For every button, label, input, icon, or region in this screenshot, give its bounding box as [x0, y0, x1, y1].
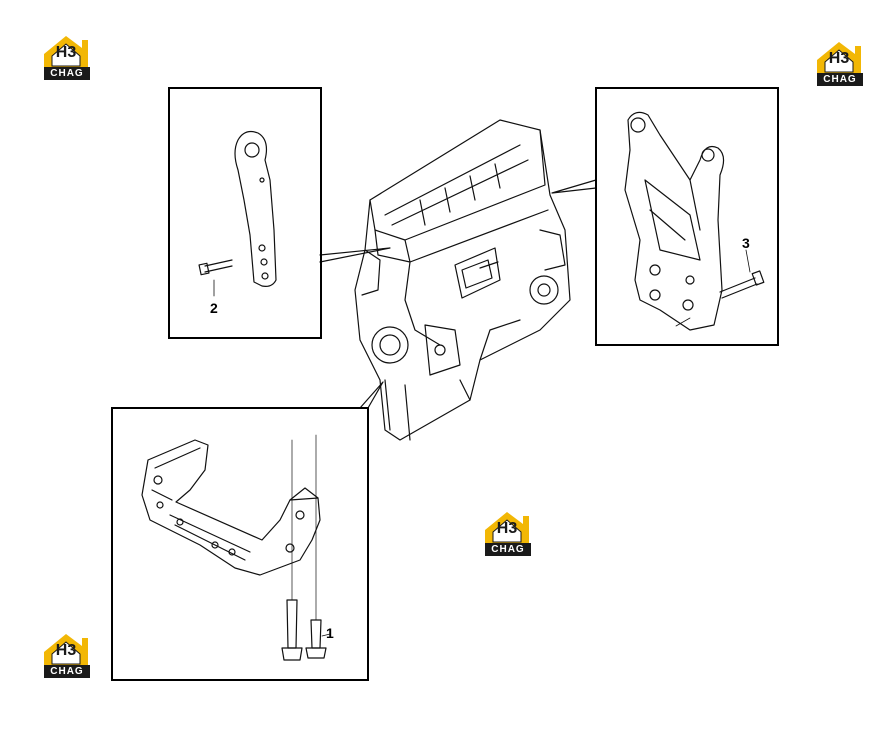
- callout-part-2: 2: [210, 300, 218, 316]
- logo-mark: H3: [496, 520, 518, 537]
- support-bracket-part-3: [624, 111, 765, 331]
- logo-text: CHAG: [485, 543, 531, 556]
- logo-mark: H3: [828, 50, 850, 67]
- inset-frame-bottom: [111, 407, 369, 681]
- watermark-logo-top-left: H3 CHAG: [38, 34, 94, 86]
- engine-mount-crossmember-part-1: [141, 434, 331, 661]
- callout-part-3: 3: [742, 235, 750, 251]
- logo-text: CHAG: [44, 67, 90, 80]
- lifting-bracket-part-2: [198, 130, 277, 297]
- watermark-logo-top-right: H3 CHAG: [811, 40, 867, 92]
- watermark-logo-center: H3 CHAG: [479, 510, 535, 562]
- watermark-logo-bottom-left: H3 CHAG: [38, 632, 94, 684]
- logo-mark: H3: [55, 642, 77, 659]
- inset-frame-top-left: [168, 87, 322, 339]
- logo-text: CHAG: [44, 665, 90, 678]
- logo-text: CHAG: [817, 73, 863, 86]
- callout-part-1: 1: [326, 625, 334, 641]
- leader-lines: [319, 179, 597, 409]
- inset-frame-top-right: [595, 87, 779, 346]
- logo-mark: H3: [55, 44, 77, 61]
- engine-block: [354, 119, 571, 441]
